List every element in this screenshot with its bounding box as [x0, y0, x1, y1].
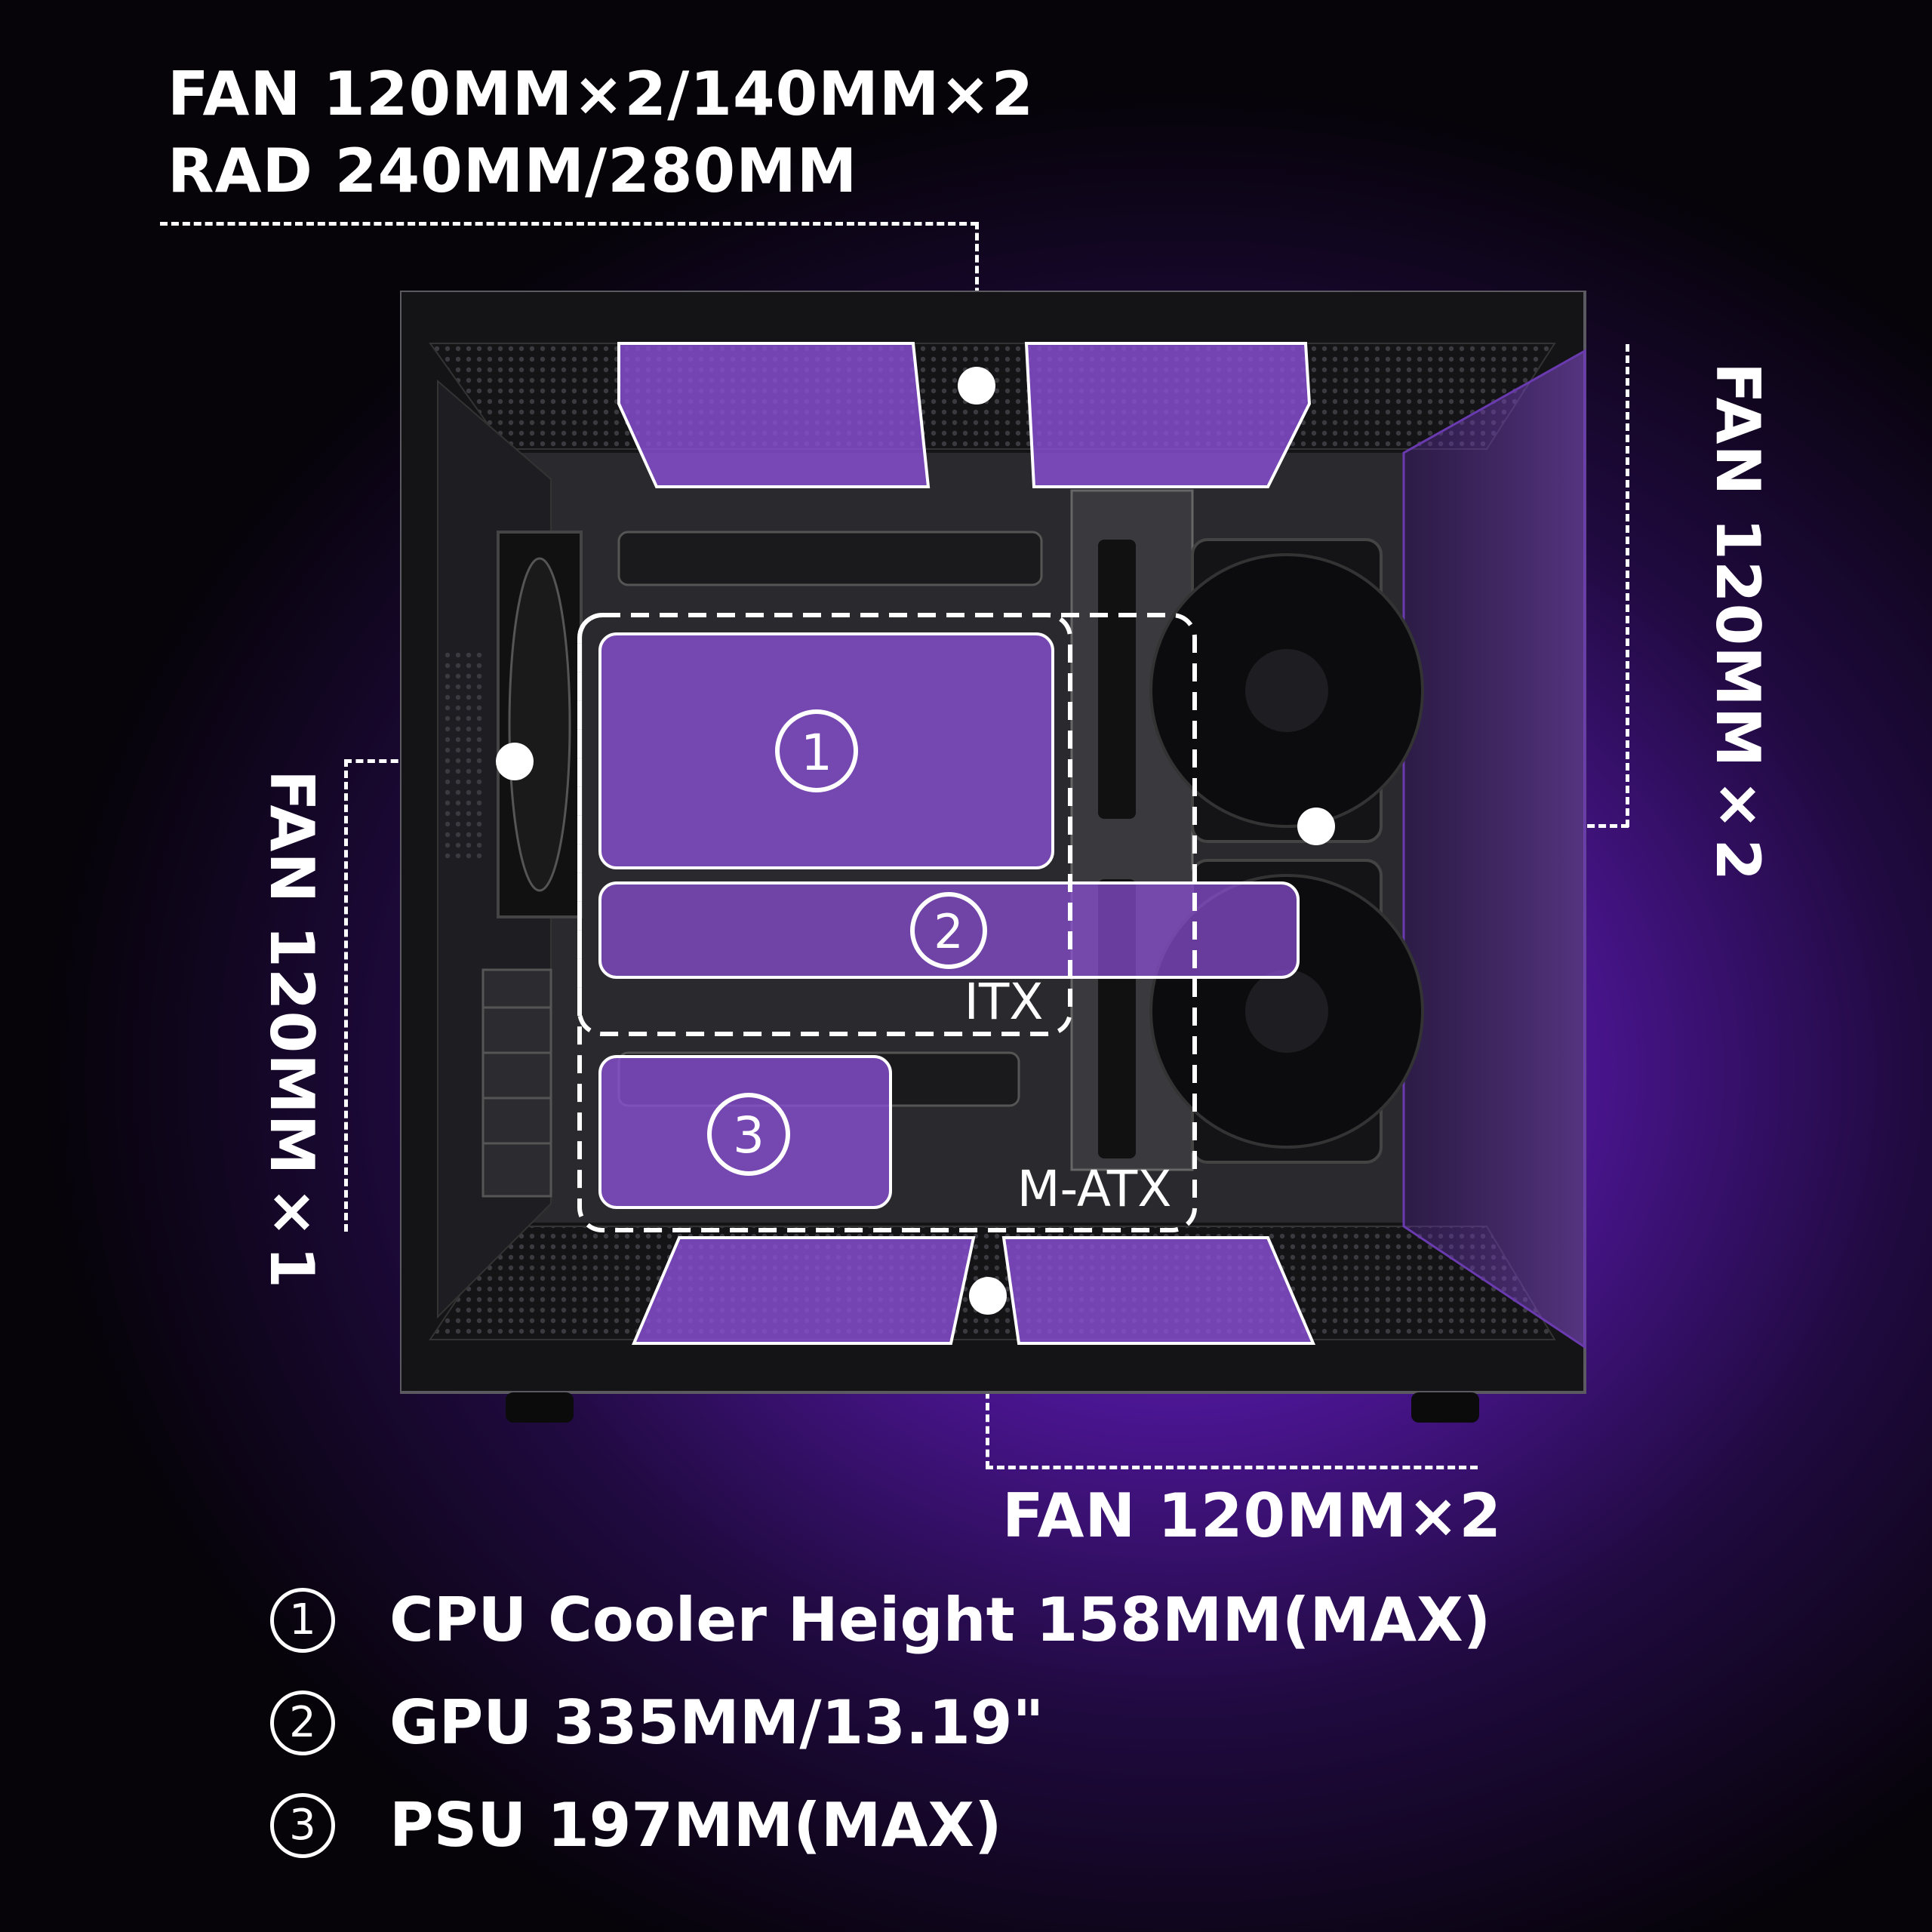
legend-marker-3: 3	[270, 1792, 335, 1858]
top-fan-zone-left	[617, 342, 931, 488]
legend-text-psu: PSU 197MM(MAX)	[389, 1790, 1002, 1860]
pcie-slots	[481, 968, 552, 1198]
bottom-fan-zone-right	[1001, 1236, 1316, 1345]
matx-label: M-ATX	[1017, 1160, 1172, 1218]
top-mesh-panel	[429, 343, 1556, 450]
bottom-fan-zone-left	[631, 1236, 976, 1345]
left-fan-label: FAN 120MM×1	[257, 770, 327, 1290]
legend-text-cpu: CPU Cooler Height 158MM(MAX)	[389, 1585, 1491, 1655]
marker-3-text: 3	[733, 1106, 764, 1164]
glass-side-panel	[1402, 349, 1586, 1349]
right-leader-v	[1626, 344, 1629, 827]
itx-label: ITX	[964, 973, 1044, 1031]
top-fan-label: FAN 120MM×2/140MM×2	[168, 59, 1035, 129]
legend-row-gpu: 2 GPU 335MM/13.19"	[270, 1687, 1044, 1758]
left-leader-v	[344, 759, 348, 1232]
marker-2-text: 2	[934, 904, 963, 959]
front-fan-upper	[1149, 538, 1424, 843]
marker-2: 2	[910, 892, 987, 969]
right-fan-label: FAN 120MM×2	[1703, 362, 1773, 882]
top-leader-h	[160, 222, 978, 226]
top-callout-dot	[958, 367, 995, 405]
right-callout-dot	[1297, 808, 1335, 845]
pc-case-illustration: 1 2 3 ITX M-ATX	[400, 291, 1586, 1423]
legend-text-gpu: GPU 335MM/13.19"	[389, 1687, 1044, 1758]
gpu-zone	[598, 881, 1300, 979]
itx-outline	[577, 613, 1072, 1036]
legend-row-psu: 3 PSU 197MM(MAX)	[270, 1790, 1002, 1860]
cpu-cooler-zone	[598, 632, 1054, 869]
top-fan-zone-right	[1024, 342, 1312, 488]
bottom-leader-h	[986, 1466, 1478, 1469]
bottom-callout-dot	[969, 1277, 1007, 1315]
psu-zone	[598, 1055, 892, 1209]
bottom-fan-label: FAN 120MM×2	[1002, 1481, 1503, 1551]
top-radiator-label: RAD 240MM/280MM	[168, 136, 858, 206]
marker-1-text: 1	[801, 724, 832, 782]
left-callout-dot	[496, 743, 534, 780]
marker-3: 3	[707, 1093, 790, 1176]
marker-1: 1	[775, 709, 858, 792]
legend-marker-2: 2	[270, 1690, 335, 1755]
legend-marker-1: 1	[270, 1587, 335, 1653]
legend-row-cpu: 1 CPU Cooler Height 158MM(MAX)	[270, 1585, 1491, 1655]
matx-outline	[577, 613, 1197, 1232]
